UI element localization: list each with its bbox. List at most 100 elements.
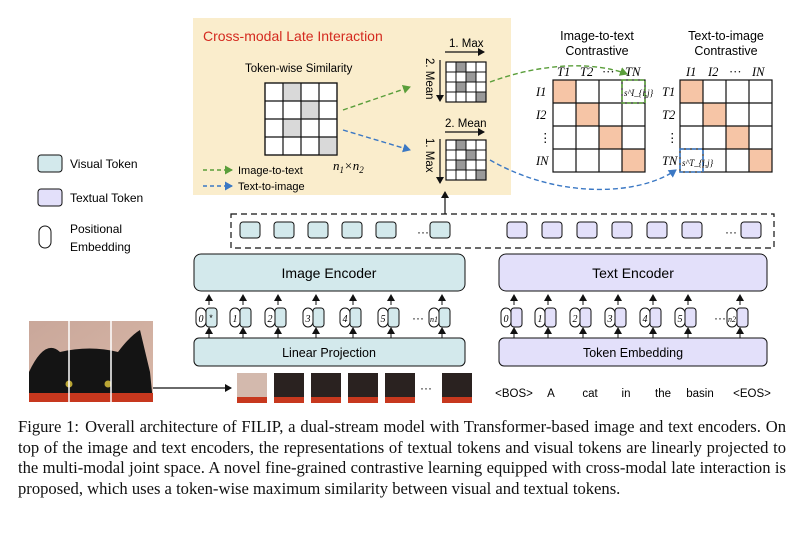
visual-input-token: 0 [195,294,218,338]
max-label-top: 1. Max [449,38,484,50]
position-index: 1 [233,314,238,325]
t2i-col-label: I2 [707,65,718,79]
position-index: 2 [268,314,273,325]
token-similarity-label: Token-wise Similarity [245,63,353,75]
textual-token-swatch [37,188,63,207]
linear-projection-box [193,337,466,367]
t2i-to-contrastive-arrow [489,159,677,191]
t2i-row-label: TN [662,154,678,168]
textual-output-ellipsis: ··· [725,225,737,239]
textual-output-tokens [506,221,762,239]
position-index: 3 [305,314,311,325]
input-word: the [655,388,671,400]
positional-legend-line2: Embedding [70,240,131,254]
position-index: n1 [430,315,438,324]
visual-output-token [307,221,329,239]
max-label-side: 1. Max [423,138,435,173]
t2i-col-label: IN [751,65,765,79]
input-token [579,307,592,328]
visual-token-swatch [37,154,63,173]
image-patches [237,373,472,403]
visual-output-tokens [239,221,451,239]
textual-input-token: 5 [674,294,697,338]
token-embedding-label: Token Embedding [583,346,683,360]
position-index: n2 [728,315,736,324]
visual-output-token [239,221,261,239]
input-token [684,307,697,328]
i2t-title-line1: Image-to-text [560,29,634,43]
input-token [312,307,325,328]
input-word: A [547,388,555,400]
t2i-row-label: T2 [662,108,675,122]
textual-input-token: 0 [500,294,523,338]
i2t-col-label: T2 [580,65,593,79]
visual-output-token [273,221,295,239]
position-index: 4 [343,314,348,325]
input-token [349,307,362,328]
textual-output-token [576,221,598,239]
caption-label: Figure 1: [18,417,80,436]
visual-input-token: 3 [302,294,325,338]
token-embedding-box [498,337,768,367]
i2t-flow-arrow [342,85,411,111]
position-index: 1 [538,314,543,325]
visual-input-ellipsis: ··· [412,311,424,325]
position-index: 0 [504,314,509,325]
textual-output-token [740,221,762,239]
pooling-matrix-t2i [445,139,487,181]
textual-input-token: 4 [639,294,662,338]
patch-detail [385,397,415,403]
t2i-flow-arrow [342,129,411,153]
output-tokens-box [230,213,775,249]
positional-legend-line1: Positional [70,222,122,236]
pooling-matrix-i2t [445,61,487,103]
input-token [736,307,749,328]
textual-token-legend-label: Textual Token [70,191,143,205]
t2i-col-label: I1 [685,65,696,79]
architecture-diagram: Cross-modal Late Interaction Token-wise … [29,18,775,403]
position-index: 0 [199,314,204,325]
visual-input-token: 4 [339,294,362,338]
t2i-title-line2: Contrastive [694,44,757,58]
t2i-row-label: ⋮ [666,131,679,145]
image-encoder-label: Image Encoder [282,265,377,281]
legend-i2t-label: Image-to-text [238,165,303,177]
visual-token-legend-label: Visual Token [70,157,138,171]
t2i-contrastive-matrix [679,79,773,173]
textual-output-token [506,221,528,239]
input-word: cat [582,388,598,400]
visual-output-token [429,221,451,239]
input-token [239,307,252,328]
cls-star-icon: * [209,313,213,323]
cat-image [29,321,153,402]
patch-detail [274,397,304,403]
i2t-row-label: I1 [535,85,546,99]
i2t-col-label: ··· [602,65,615,79]
textual-input-token: 3 [604,294,627,338]
visual-input-token: 1 [229,294,252,338]
visual-input-token: 2 [264,294,287,338]
i2t-row-label: IN [535,154,549,168]
position-index: 5 [381,314,386,325]
mean-label-bottom: 2. Mean [445,118,487,130]
visual-input-token: n1 [428,294,451,338]
i2t-col-label: T1 [557,65,570,79]
textual-output-token [646,221,668,239]
t2i-row-label: T1 [662,85,675,99]
i2t-to-contrastive-arrow [489,65,628,83]
visual-output-token [341,221,363,239]
visual-input-token: 5 [377,294,400,338]
input-word: <EOS> [733,388,771,400]
patch-detail [237,397,267,403]
textual-output-token [611,221,633,239]
input-token [510,307,523,328]
input-word: basin [686,388,714,400]
visual-output-ellipsis: ··· [417,225,429,239]
textual-output-token [541,221,563,239]
figure-caption: Figure 1:Overall architecture of FILIP, … [18,417,786,499]
t2i-title-line1: Text-to-image [688,29,764,43]
caption-text: Overall architecture of FILIP, a dual-st… [18,417,786,498]
textual-output-token [681,221,703,239]
